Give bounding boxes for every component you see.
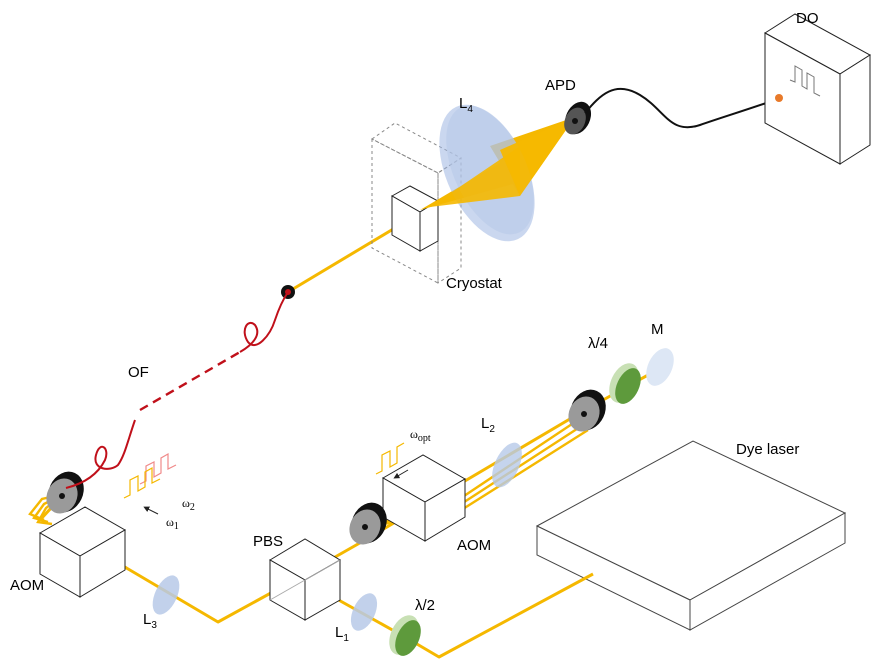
label-aom-left: AOM [10, 577, 44, 594]
omega1-arrow [143, 506, 159, 515]
label-lambda4: λ/4 [588, 335, 608, 352]
coupler-right-mount [568, 389, 606, 432]
waveplate-lambda4 [609, 363, 641, 404]
pbs-cube [269, 538, 341, 621]
laser-beam-path [38, 205, 660, 659]
coupler-mid-mount [349, 502, 387, 545]
label-apd: APD [545, 77, 576, 94]
label-l3: L3 [143, 611, 157, 631]
label-m: M [651, 321, 664, 338]
label-dye-laser: Dye laser [736, 441, 799, 458]
omega-opt-signal [375, 442, 405, 475]
omega-signals-left [123, 452, 177, 499]
sample-block [390, 185, 440, 252]
label-do: DO [796, 10, 819, 27]
lens-m [646, 348, 674, 386]
label-omega2: ω2 [182, 496, 195, 513]
label-omega1: ω1 [166, 515, 179, 532]
aom-mid-cube [381, 454, 467, 542]
dye-laser-box [535, 440, 847, 631]
label-pbs: PBS [253, 533, 283, 550]
focus-cone [430, 117, 575, 207]
lens-l3 [152, 575, 180, 615]
waveplate-lambda2 [389, 615, 421, 656]
label-l4: L4 [459, 95, 473, 115]
omega-opt-arrow [393, 469, 409, 479]
lens-l1 [350, 593, 378, 631]
label-aom-mid: AOM [457, 537, 491, 554]
aom-left-cube [38, 506, 127, 598]
apd-detector [564, 101, 592, 135]
label-lambda2: λ/2 [415, 597, 435, 614]
label-of: OF [128, 364, 149, 381]
label-l2: L2 [481, 415, 495, 435]
label-l1: L1 [335, 624, 349, 644]
signal-cable [584, 88, 776, 129]
label-cryostat: Cryostat [446, 275, 503, 292]
lens-l2 [492, 442, 522, 488]
label-omega-opt: ωopt [410, 427, 431, 444]
oscilloscope-box [764, 13, 871, 165]
optical-fiber [65, 291, 289, 489]
